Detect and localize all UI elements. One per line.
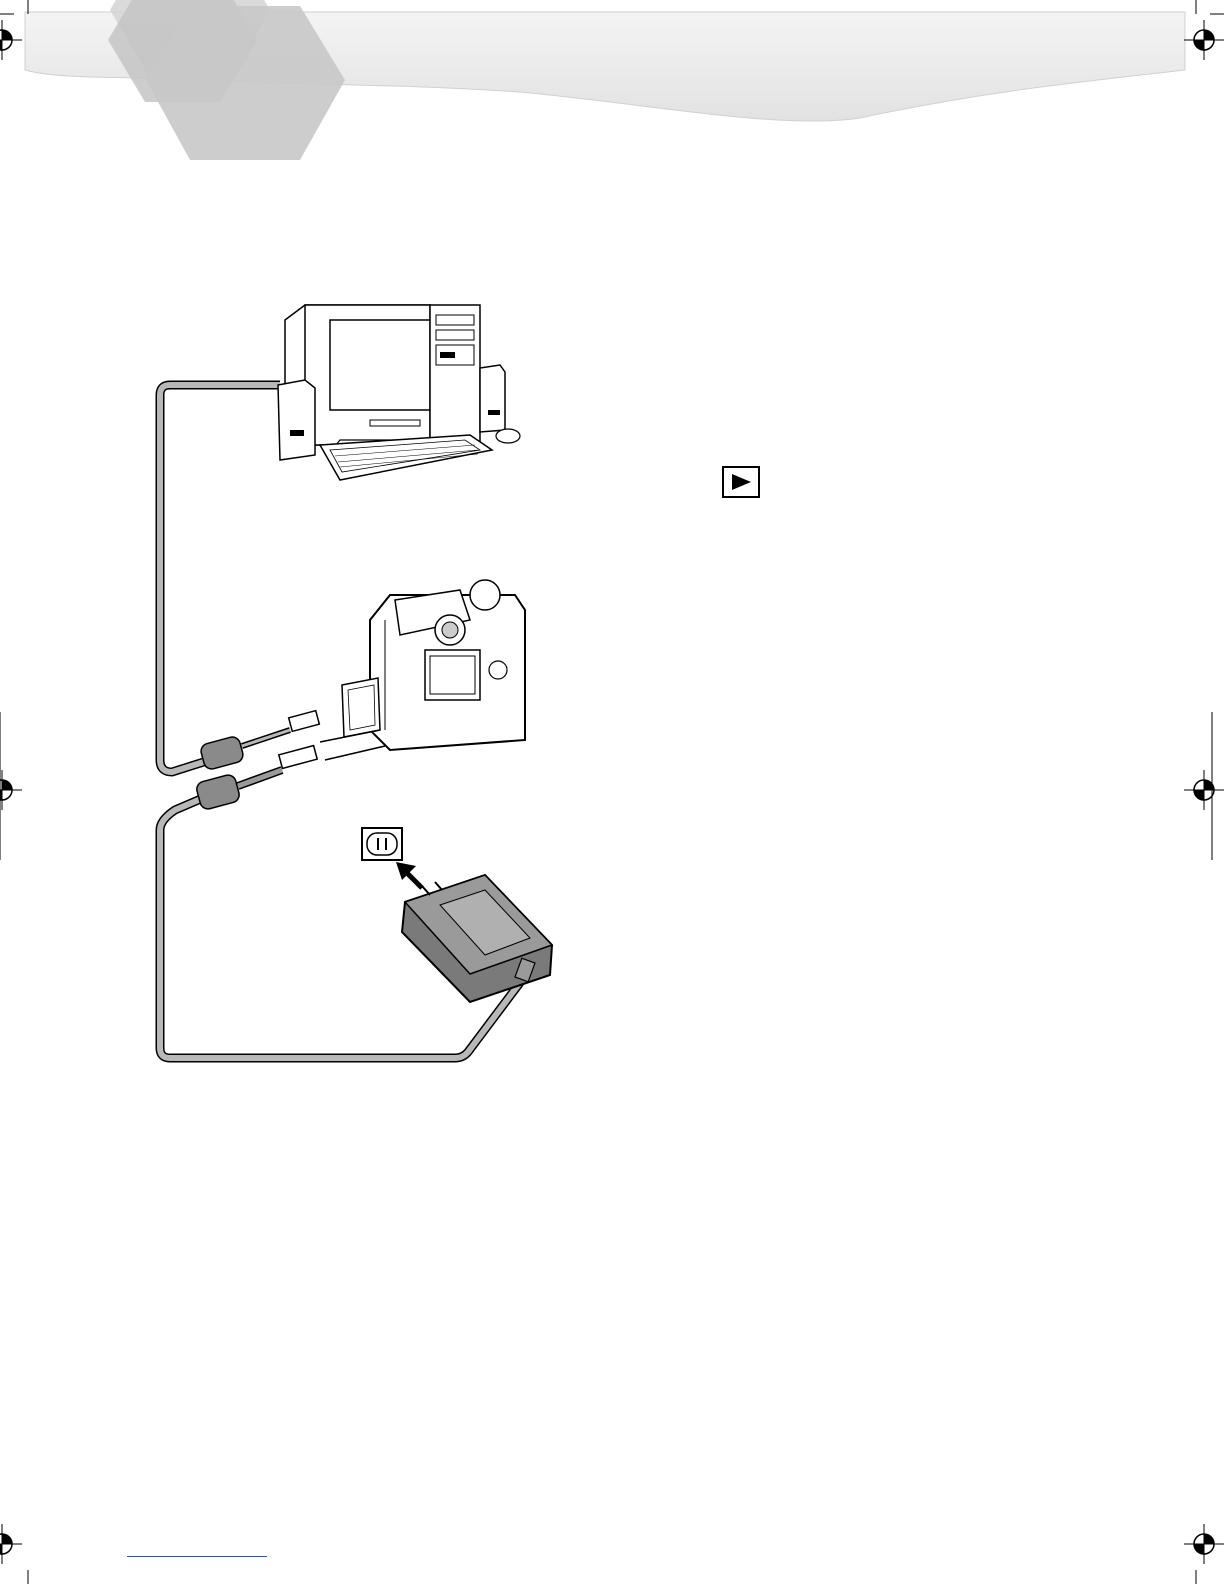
digital-camera [370,580,525,750]
registration-mark [0,1524,22,1564]
registration-mark [0,20,22,60]
computer-tower [430,305,480,445]
ac-adaptor [402,875,552,1002]
footer-rule [127,1556,267,1557]
plug-in-arrow [396,862,422,888]
usb-cable-fill [160,385,280,772]
mouse [496,429,520,443]
outlet-icon [362,828,402,860]
registration-mark [1184,770,1224,810]
registration-mark [1184,20,1224,60]
registration-mark [0,770,22,810]
header-decoration [0,0,1224,200]
play-triangle-icon [722,466,760,498]
registration-mark [1184,1524,1224,1564]
connector-guide [325,746,385,760]
memory-card [342,678,380,737]
usb-cable [160,385,280,772]
connection-diagram [130,290,570,1080]
